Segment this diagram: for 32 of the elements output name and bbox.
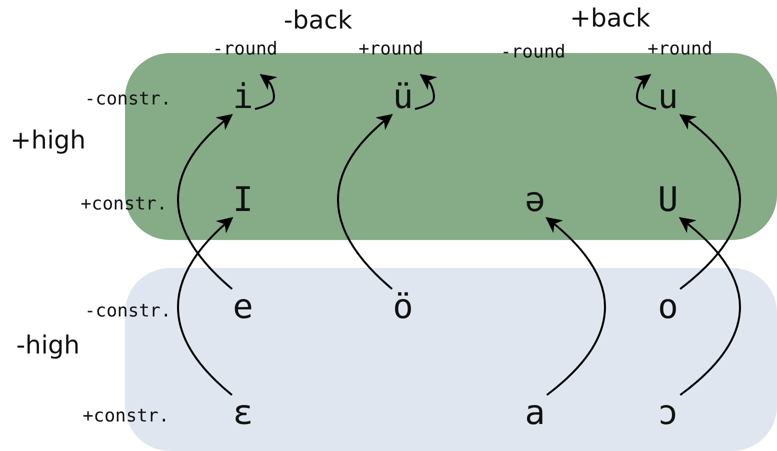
row-label: +constr. [80, 194, 168, 214]
loop-arrow [254, 74, 278, 110]
feature-label: -round [500, 42, 566, 62]
vowel-symbol: ü [387, 79, 419, 115]
arrow [546, 216, 606, 396]
loop-arrow [634, 74, 656, 110]
feature-label: +round [358, 38, 424, 60]
vowel-symbol: u [652, 79, 684, 115]
column-heading: -back [284, 6, 352, 34]
arrow [337, 114, 393, 290]
arrow [177, 216, 234, 396]
loop-arrow [414, 74, 438, 110]
column-heading: +back [570, 4, 650, 32]
vowel-symbol: o [652, 289, 684, 325]
feature-label: +round [647, 38, 713, 60]
vowel-symbol: ö [387, 289, 419, 325]
feature-label: -round [212, 38, 278, 60]
vowel-symbol: e [227, 289, 259, 325]
vowel-symbol: U [652, 182, 684, 218]
row-heading: +high [10, 126, 86, 154]
vowel-symbol: ə [519, 182, 551, 218]
vowel-symbol: a [519, 395, 551, 431]
row-label: +constr. [82, 406, 170, 426]
arrow [679, 114, 741, 290]
arrow [177, 114, 233, 290]
vowel-symbol: I [227, 182, 259, 218]
row-heading: -high [16, 330, 80, 360]
row-label: -constr. [84, 300, 172, 322]
arrow [678, 217, 741, 396]
vowel-symbol: ɛ [227, 395, 259, 431]
vowel-symbol: ɔ [652, 395, 684, 431]
vowel-symbol: i [227, 79, 259, 115]
